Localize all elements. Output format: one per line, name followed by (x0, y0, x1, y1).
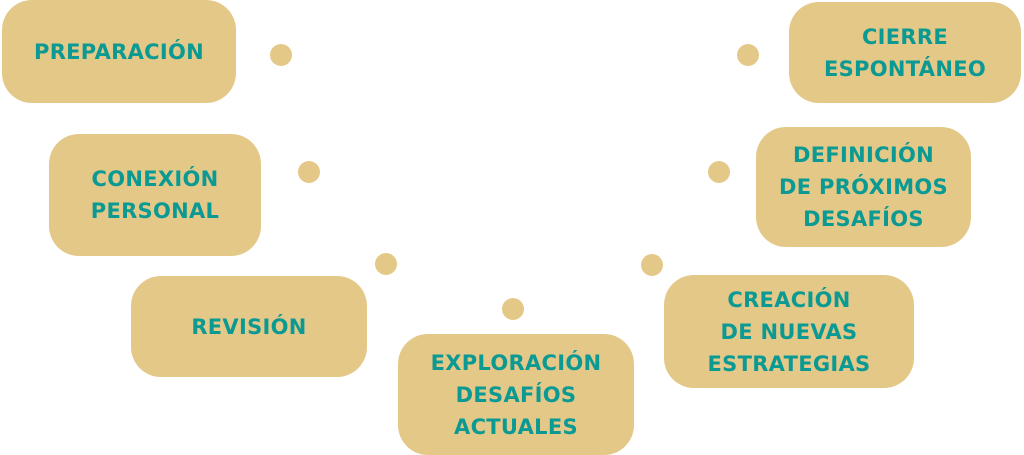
step-creacion-nuevas-estrategias: CREACIÓN DE NUEVAS ESTRATEGIAS (664, 275, 914, 388)
step-definicion-proximos-desafios: DEFINICIÓN DE PRÓXIMOS DESAFÍOS (756, 127, 971, 247)
step-cierre-espontaneo: CIERRE ESPONTÁNEO (789, 2, 1021, 103)
step-conexion-personal: CONEXIÓN PERSONAL (49, 134, 261, 256)
connector-dot-1 (270, 44, 292, 66)
connector-dot-2 (298, 161, 320, 183)
step-revision: REVISIÓN (131, 276, 367, 377)
step-exploracion-desafios-actuales: EXPLORACIÓN DESAFÍOS ACTUALES (398, 334, 634, 455)
step-preparacion: PREPARACIÓN (2, 0, 236, 103)
connector-dot-3 (375, 253, 397, 275)
connector-dot-7 (737, 44, 759, 66)
connector-dot-5 (641, 254, 663, 276)
connector-dot-6 (708, 161, 730, 183)
connector-dot-4 (502, 298, 524, 320)
